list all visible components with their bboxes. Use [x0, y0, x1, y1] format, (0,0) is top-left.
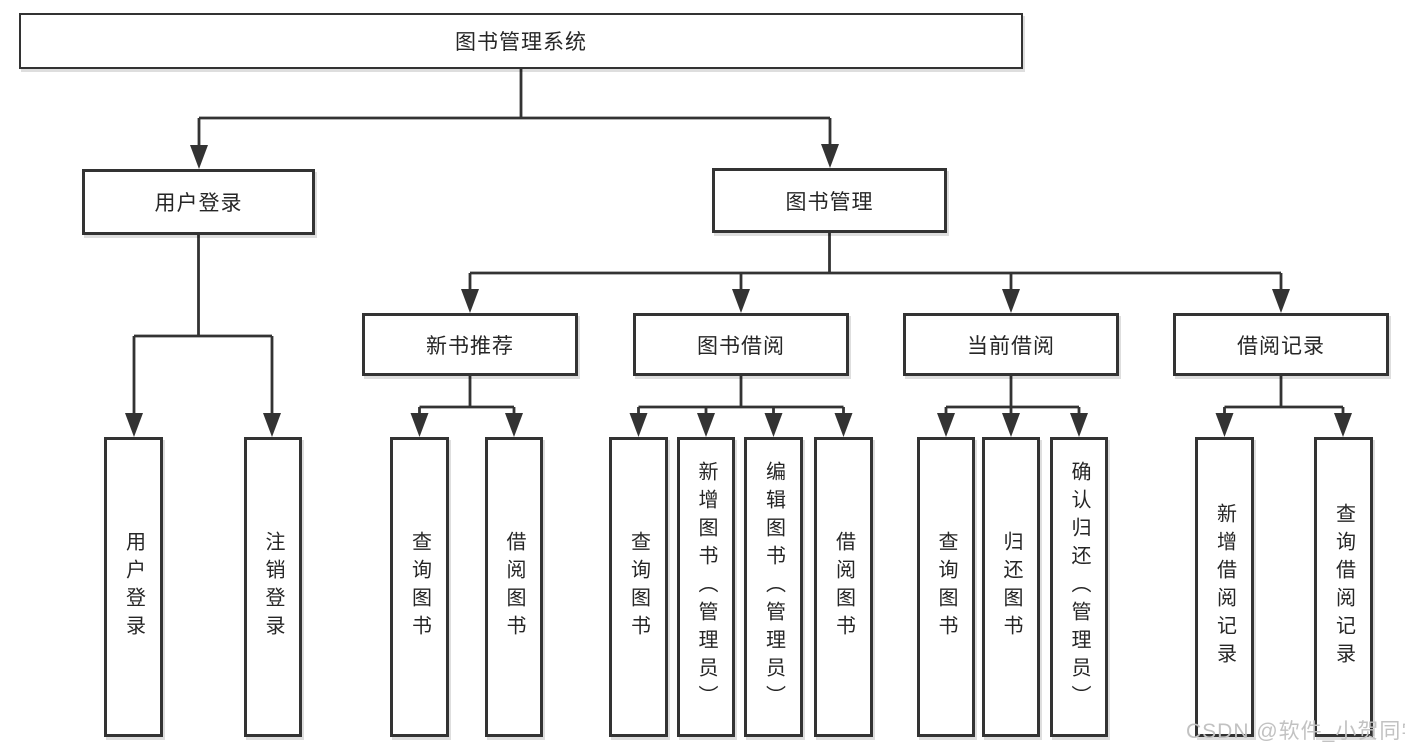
node-book-borrowing: 图书借阅 — [633, 313, 849, 376]
arrow-down-icon — [821, 144, 839, 168]
node-book-management: 图书管理 — [712, 168, 947, 233]
leaf-add-books-admin: 新增图书（管理员） — [677, 437, 735, 737]
arrow-down-icon — [125, 413, 143, 437]
connector-lines — [132, 69, 1345, 418]
node-label: 图书借阅 — [697, 334, 785, 358]
node-label: 新书推荐 — [426, 334, 514, 358]
leaf-label: 借阅图书 — [832, 531, 855, 643]
node-user-login: 用户登录 — [82, 169, 315, 235]
leaf-user-login: 用户登录 — [104, 437, 163, 737]
leaf-confirm-return-admin: 确认归还（管理员） — [1050, 437, 1108, 737]
arrow-down-icon — [1002, 413, 1020, 437]
leaf-label: 新增借阅记录 — [1213, 503, 1236, 671]
leaf-label: 新增图书（管理员） — [695, 461, 717, 713]
node-label: 借阅记录 — [1237, 334, 1325, 358]
leaf-label: 编辑图书（管理员） — [762, 461, 785, 713]
node-label: 图书管理 — [785, 190, 874, 214]
leaf-edit-books-admin: 编辑图书（管理员） — [744, 437, 803, 737]
arrow-down-icon — [263, 413, 281, 437]
leaf-query-borrow-record: 查询借阅记录 — [1314, 437, 1373, 737]
leaf-label: 确认归还（管理员） — [1068, 461, 1090, 713]
leaf-borrow-books-recommend: 借阅图书 — [485, 437, 543, 737]
arrow-down-icon — [461, 289, 479, 313]
arrow-down-icon — [834, 413, 853, 437]
leaf-query-books-borrowing: 查询图书 — [609, 437, 668, 737]
arrowheads — [125, 144, 1352, 437]
leaf-label: 查询借阅记录 — [1332, 503, 1355, 671]
arrow-down-icon — [629, 413, 648, 437]
arrow-down-icon — [937, 413, 955, 437]
leaf-add-borrow-record: 新增借阅记录 — [1195, 437, 1254, 737]
leaf-label: 归还图书 — [1000, 531, 1022, 643]
leaf-label: 注销登录 — [262, 531, 284, 643]
node-label: 用户登录 — [154, 192, 243, 215]
arrow-down-icon — [410, 413, 429, 437]
leaf-query-books-current: 查询图书 — [917, 437, 975, 737]
arrow-down-icon — [697, 413, 715, 437]
leaf-label: 查询图书 — [627, 531, 650, 643]
leaf-label: 用户登录 — [122, 531, 145, 643]
watermark: CSDN @软件_小贺同学 — [1186, 720, 1405, 743]
arrow-down-icon — [1070, 413, 1088, 437]
arrow-down-icon — [1272, 289, 1290, 313]
arrow-down-icon — [1215, 413, 1234, 437]
leaf-borrow-books: 借阅图书 — [814, 437, 873, 737]
node-label: 当前借阅 — [967, 334, 1055, 358]
arrow-down-icon — [1334, 413, 1352, 437]
node-current-borrowing: 当前借阅 — [903, 313, 1119, 376]
arrow-down-icon — [1002, 289, 1020, 313]
node-label: 图书管理系统 — [455, 31, 587, 54]
leaf-label: 借阅图书 — [503, 531, 525, 643]
leaf-return-books: 归还图书 — [982, 437, 1040, 737]
leaf-label: 查询图书 — [935, 531, 957, 643]
node-borrow-records: 借阅记录 — [1173, 313, 1389, 376]
arrow-down-icon — [190, 145, 208, 169]
arrow-down-icon — [732, 289, 750, 313]
leaf-label: 查询图书 — [408, 531, 431, 643]
node-new-book-recommend: 新书推荐 — [362, 313, 578, 376]
leaf-logout: 注销登录 — [244, 437, 302, 737]
node-root-system: 图书管理系统 — [19, 13, 1023, 69]
arrow-down-icon — [764, 413, 783, 437]
leaf-query-books-recommend: 查询图书 — [390, 437, 449, 737]
arrow-down-icon — [505, 413, 523, 437]
